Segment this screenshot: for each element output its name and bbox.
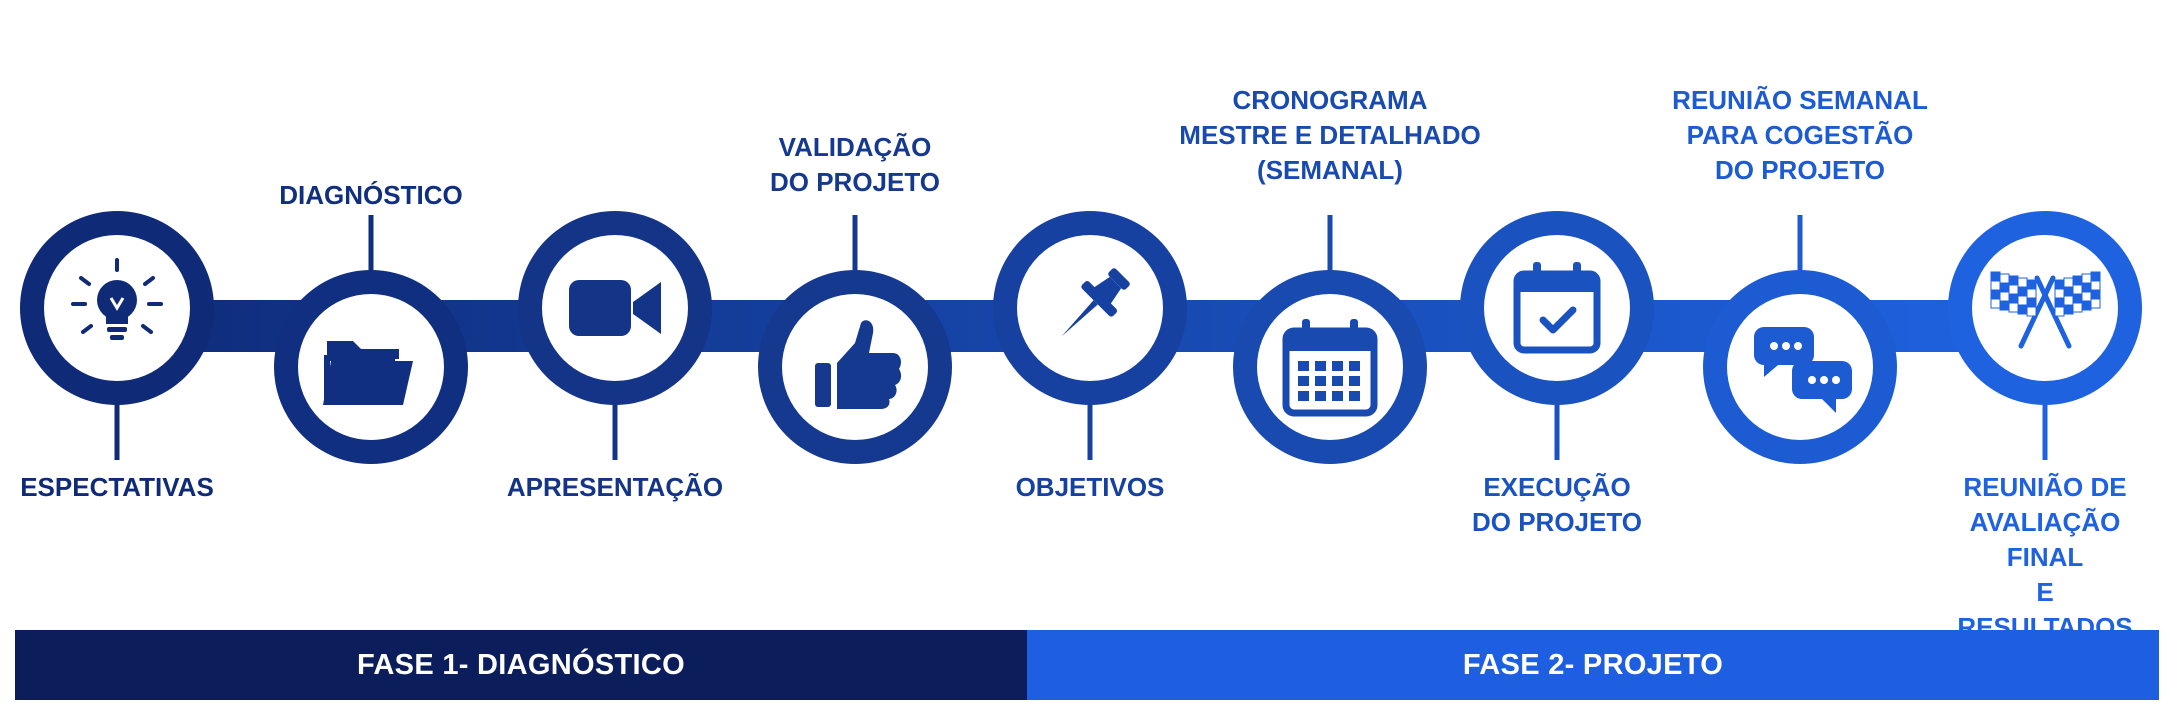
step-cronograma — [1233, 215, 1427, 464]
step-validacao — [758, 215, 952, 464]
phase-1-label: FASE 1- DIAGNÓSTICO — [357, 648, 685, 681]
step-label-validacao: VALIDAÇÃO DO PROJETO — [769, 132, 941, 197]
chat-bubbles-icon — [1754, 327, 1852, 413]
step-reuniao-final — [1948, 211, 2142, 460]
step-label-expectativas: ESPECTATIVAS — [20, 472, 214, 502]
step-label-apresentacao: APRESENTAÇÃO — [506, 472, 724, 502]
lightbulb-icon — [71, 258, 163, 340]
calendar-check-icon — [1513, 262, 1601, 354]
checkered-flags-icon — [1990, 271, 2101, 349]
step-inner-circle — [1257, 294, 1403, 440]
pushpin-icon — [1061, 268, 1130, 337]
step-label-execucao: EXECUÇÃO DO PROJETO — [1471, 472, 1643, 537]
phase-2-bar: FASE 2- PROJETO — [1027, 630, 2159, 700]
phase-1-bar: FASE 1- DIAGNÓSTICO — [15, 630, 1027, 700]
step-label-diagnostico: DIAGNÓSTICO — [279, 180, 463, 210]
step-inner-circle — [1484, 235, 1630, 381]
step-apresentacao — [518, 211, 712, 460]
step-execucao — [1460, 211, 1654, 460]
step-expectativas — [20, 211, 214, 460]
step-objetivos — [993, 211, 1187, 460]
thumbs-up-icon — [815, 320, 902, 409]
phase-2-label: FASE 2- PROJETO — [1462, 648, 1724, 681]
calendar-icon — [1282, 319, 1378, 417]
folder-icon — [323, 341, 413, 405]
step-label-reuniao-semanal: REUNIÃO SEMANAL PARA COGESTÃO DO PROJETO — [1672, 85, 1928, 185]
step-diagnostico — [274, 215, 468, 464]
step-reuniao-semanal — [1703, 215, 1897, 464]
step-label-cronograma: CRONOGRAMA MESTRE E DETALHADO (SEMANAL) — [1179, 85, 1481, 185]
step-inner-circle — [1972, 235, 2118, 381]
video-camera-icon — [569, 280, 661, 336]
step-label-objetivos: OBJETIVOS — [1015, 472, 1165, 502]
